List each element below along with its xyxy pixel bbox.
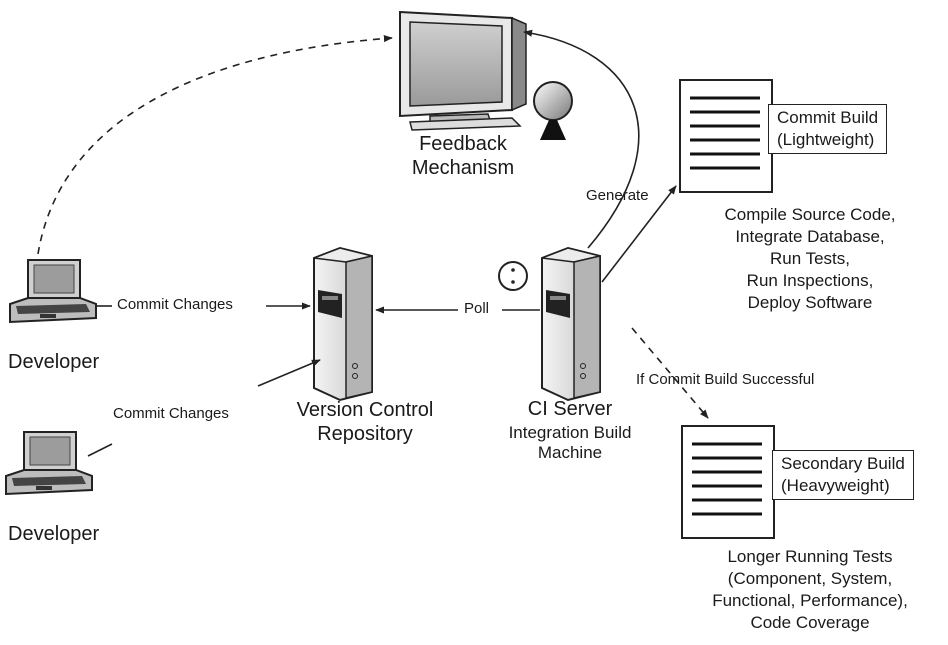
- laptop-icon-top: [9, 259, 97, 324]
- feedback-label-line1: Feedback: [419, 133, 507, 155]
- ci-server-label: CI Server Integration Build Machine: [490, 397, 650, 464]
- repository-label-line2: Repository: [317, 423, 413, 445]
- commit-task: Run Tests,: [769, 249, 850, 268]
- edge-commit-bottom: [87, 443, 113, 457]
- commit-changes-top-label: Commit Changes: [117, 296, 233, 313]
- clock-icon: [498, 261, 528, 291]
- secondary-build-document-icon: [681, 425, 775, 539]
- commit-task: Run Inspections,: [746, 271, 874, 290]
- secondary-build-line2: (Heavyweight): [781, 476, 890, 495]
- laptop-icon-bottom: [5, 431, 93, 496]
- commit-build-tasks: Compile Source Code, Integrate Database,…: [700, 204, 920, 314]
- poll-label: Poll: [464, 300, 490, 317]
- commit-build-document-icon: [679, 79, 773, 193]
- secondary-task: Functional, Performance),: [712, 591, 908, 610]
- ci-server-icon: [541, 246, 601, 402]
- repository-server-icon: [313, 246, 373, 402]
- feedback-label: Feedback Mechanism: [398, 132, 528, 180]
- secondary-task: Code Coverage: [750, 613, 870, 632]
- commit-build-line1: Commit Build: [777, 108, 879, 127]
- edge-ci-to-commit-build: [601, 185, 677, 283]
- lamp-icon: [533, 81, 573, 140]
- secondary-task: (Component, System,: [727, 569, 893, 588]
- commit-build-line2: (Lightweight): [777, 130, 875, 149]
- edge-commit-bottom-arrow: [257, 359, 321, 387]
- monitor-icon: [399, 10, 527, 131]
- commit-task: Integrate Database,: [735, 227, 885, 246]
- if-commit-success-label: If Commit Build Successful: [636, 371, 815, 388]
- commit-build-label: Commit Build (Lightweight): [768, 104, 888, 154]
- ci-server-title: CI Server: [527, 398, 613, 420]
- edge-ci-to-secondary-build: [631, 327, 709, 419]
- generate-label: Generate: [586, 187, 649, 204]
- commit-changes-bottom-label: Commit Changes: [113, 405, 229, 422]
- commit-task: Deploy Software: [747, 293, 873, 312]
- secondary-build-line1: Secondary Build: [781, 454, 905, 473]
- secondary-build-tasks: Longer Running Tests (Component, System,…: [690, 546, 930, 634]
- ci-server-line1: Integration Build: [508, 423, 632, 442]
- secondary-task: Longer Running Tests: [727, 547, 893, 566]
- developer-top-label: Developer: [8, 351, 100, 373]
- edge-generate-to-feedback: [523, 29, 640, 249]
- repository-label-line1: Version Control: [296, 399, 434, 421]
- commit-task: Compile Source Code,: [724, 205, 896, 224]
- secondary-build-label: Secondary Build (Heavyweight): [772, 450, 914, 500]
- repository-label: Version Control Repository: [270, 398, 460, 446]
- feedback-label-line2: Mechanism: [411, 157, 515, 179]
- edge-developer-to-feedback: [37, 35, 393, 255]
- ci-server-line2: Machine: [537, 443, 603, 463]
- developer-bottom-label: Developer: [8, 523, 100, 545]
